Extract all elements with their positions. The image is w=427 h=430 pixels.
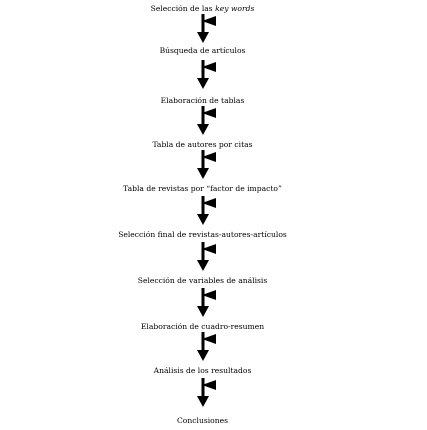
arrow-head [197, 32, 209, 43]
step-2-label: Búsqueda de artículos [0, 46, 405, 56]
arrow-down-icon [197, 378, 216, 407]
step-text: Análisis de los resultados [153, 366, 252, 375]
step-6-label: Selección final de revistas-autores-artí… [0, 230, 405, 240]
step-text: Tabla de revistas por “factor de impacto… [123, 184, 282, 193]
step-text: Selección final de revistas-autores-artí… [118, 230, 287, 239]
step-9-label: Análisis de los resultados [0, 366, 405, 376]
arrow-barb [202, 380, 216, 390]
arrow-head [197, 124, 209, 135]
arrow-barb [202, 62, 216, 72]
arrow-barb [202, 244, 216, 254]
arrow-down-icon [197, 150, 216, 179]
arrow-down-icon [197, 14, 216, 43]
step-5-label: Tabla de revistas por “factor de impacto… [0, 184, 405, 194]
arrow-barb [202, 334, 216, 344]
step-emphasis: key words [215, 4, 255, 13]
step-text: Selección de variables de análisis [137, 276, 268, 285]
step-text: Elaboración de cuadro-resumen [140, 322, 265, 331]
arrow-down-icon [197, 60, 216, 89]
arrow-barb [202, 108, 216, 118]
arrow-head [197, 168, 209, 179]
arrow-down-icon [197, 196, 216, 225]
arrow-barb [202, 16, 216, 26]
step-8-label: Elaboración de cuadro-resumen [0, 322, 405, 332]
arrow-barb [202, 198, 216, 208]
step-text: Elaboración de tablas [160, 96, 245, 105]
step-text: Conclusiones [176, 416, 229, 425]
arrow-head [197, 350, 209, 361]
arrow-down-icon [197, 242, 216, 271]
arrow-head [197, 78, 209, 89]
arrow-down-icon [197, 106, 216, 135]
step-7-label: Selección de variables de análisis [0, 276, 405, 286]
step-text: Búsqueda de artículos [159, 46, 246, 55]
arrow-head [197, 306, 209, 317]
arrow-barb [202, 290, 216, 300]
step-4-label: Tabla de autores por citas [0, 140, 405, 150]
step-10-label: Conclusiones [0, 416, 405, 426]
step-text: Selección de las [150, 4, 216, 13]
arrow-head [197, 214, 209, 225]
arrow-head [197, 260, 209, 271]
arrow-head [197, 396, 209, 407]
arrow-down-icon [197, 332, 216, 361]
arrow-down-icon [197, 288, 216, 317]
step-3-label: Elaboración de tablas [0, 96, 405, 106]
step-1-label: Selección de las key words [0, 4, 405, 14]
arrow-barb [202, 152, 216, 162]
step-text: Tabla de autores por citas [152, 140, 253, 149]
